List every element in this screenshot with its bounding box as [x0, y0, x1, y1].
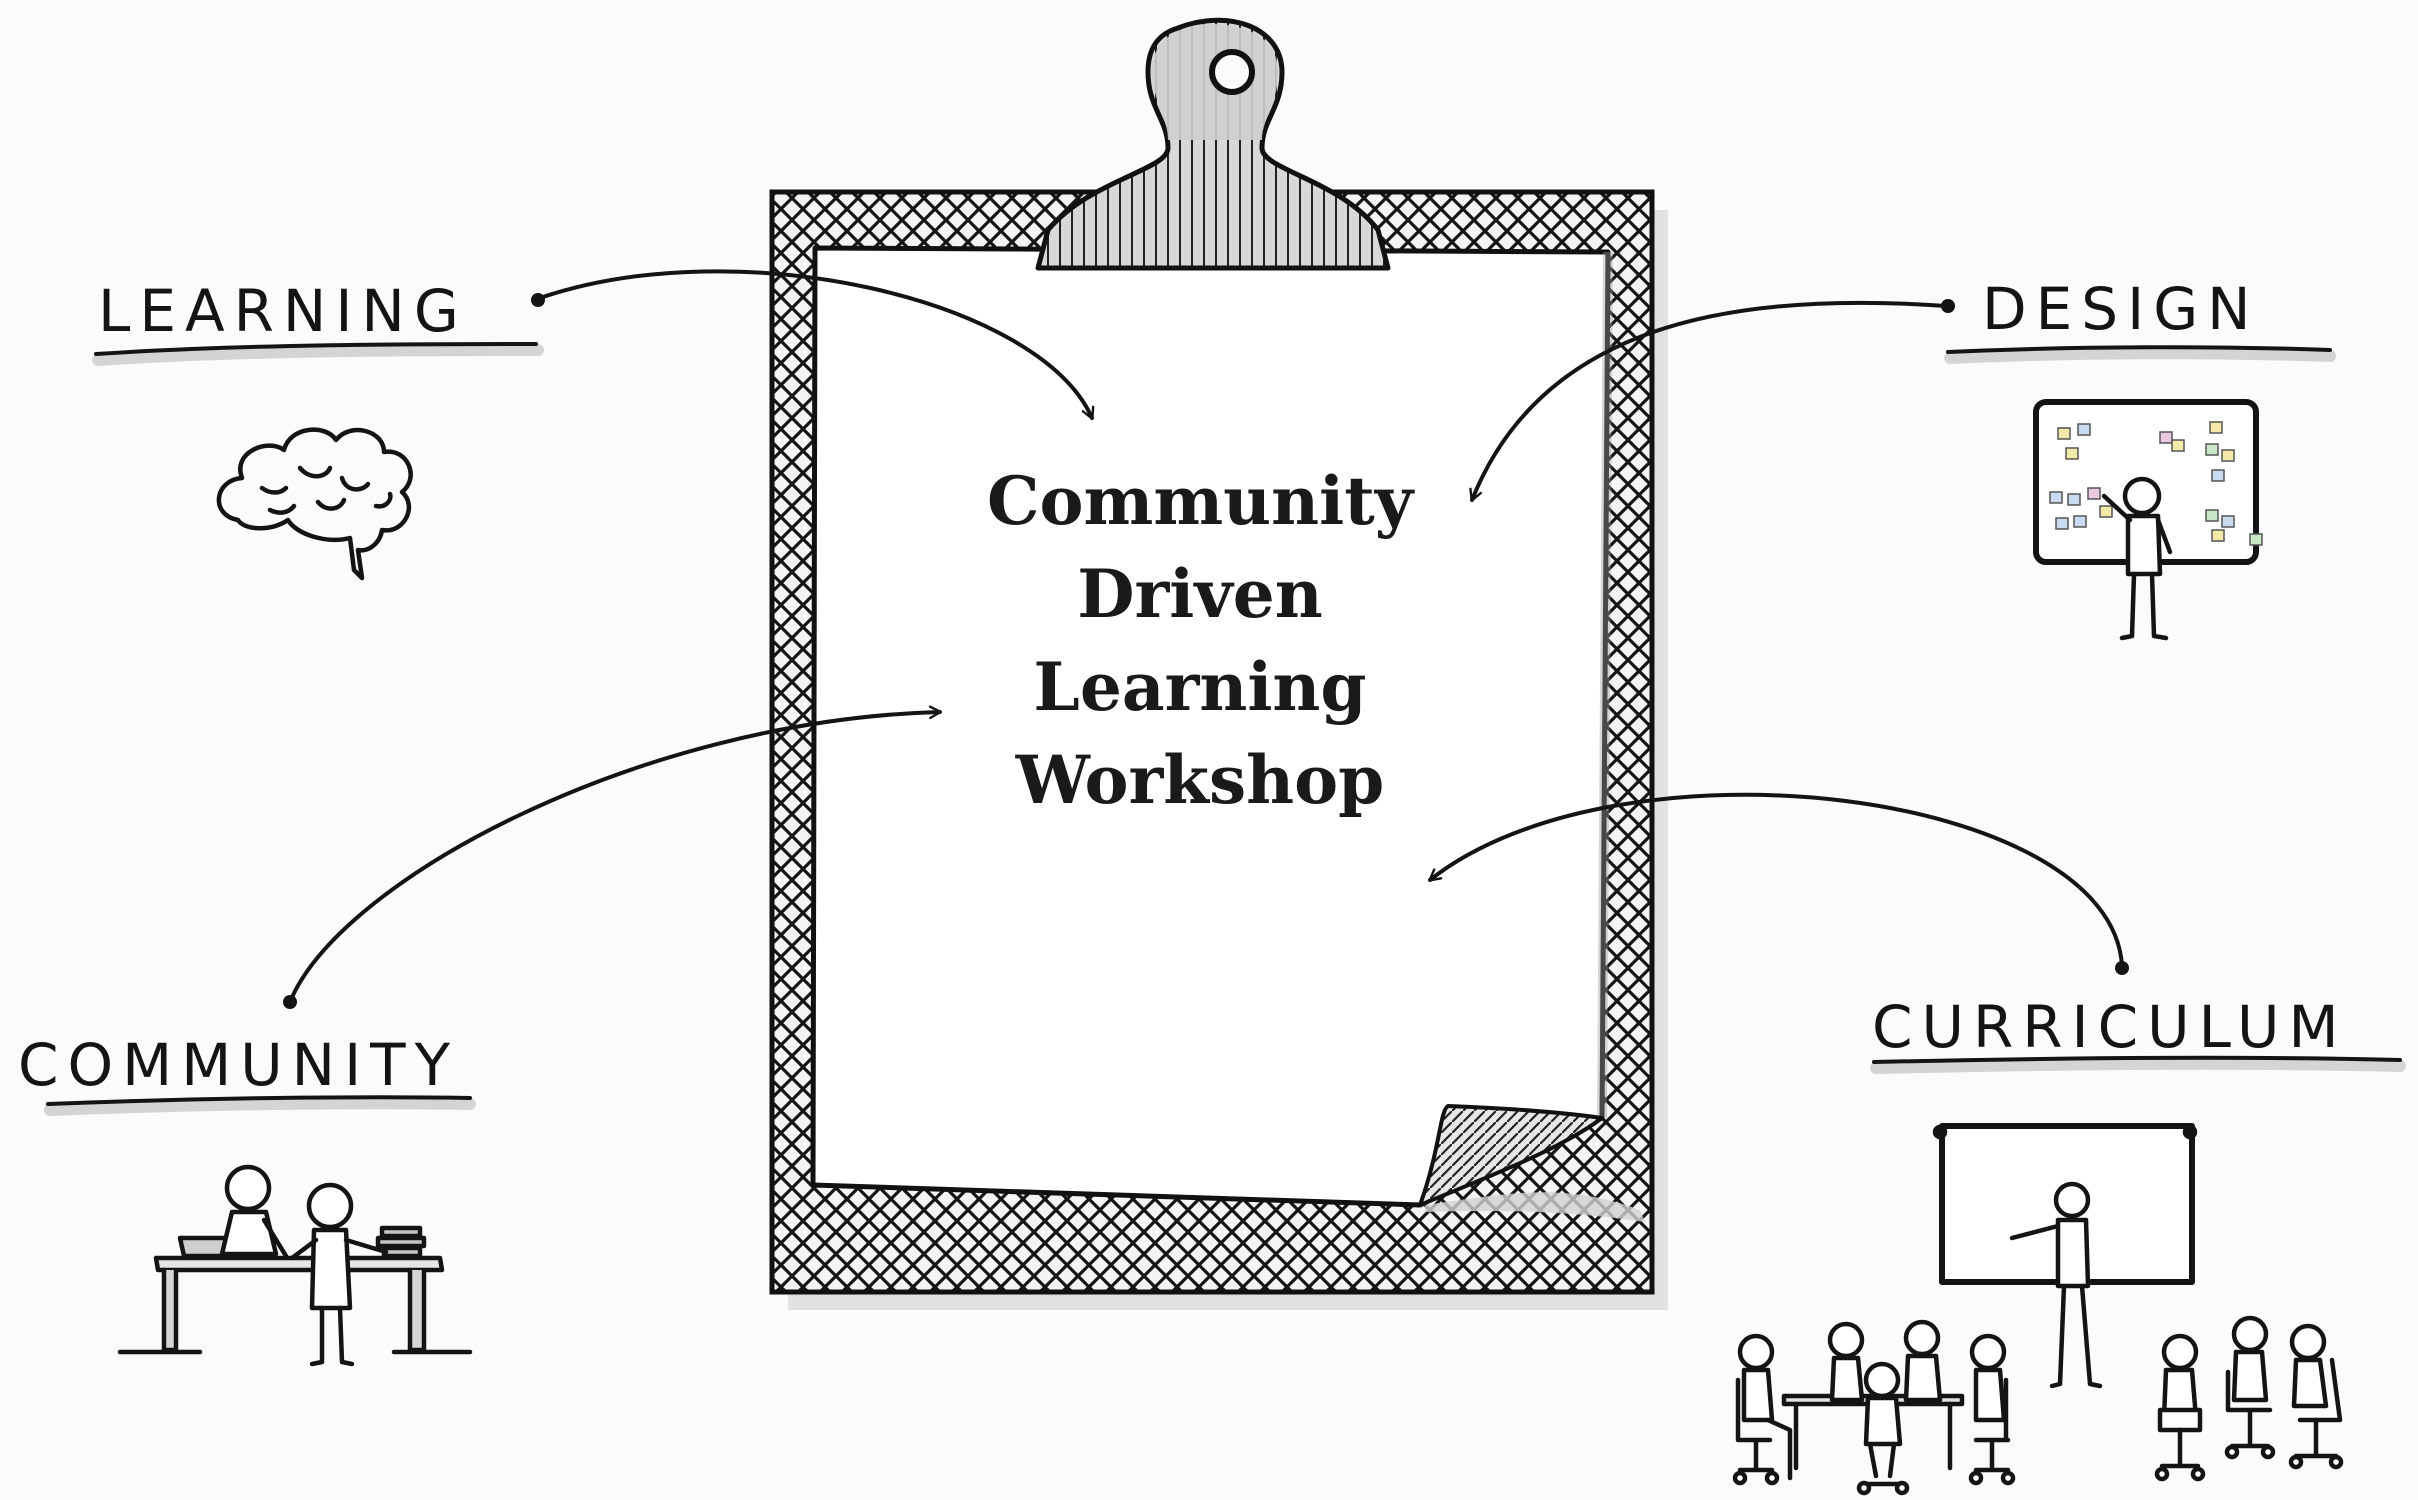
learning-underline — [94, 342, 538, 356]
clipboard-icon — [769, 17, 1668, 1310]
community-underline — [46, 1095, 472, 1106]
curriculum-underline — [1872, 1055, 2402, 1064]
title-line-2: Driven — [1077, 555, 1323, 633]
person-at-sticky-note-board-icon — [2033, 399, 2263, 641]
arrows — [283, 269, 2129, 1009]
community-label: COMMUNITY — [18, 1031, 460, 1099]
learning-arrow — [538, 269, 1095, 420]
title-line-3: Learning — [1033, 648, 1367, 726]
title-line-4: Workshop — [1015, 741, 1385, 819]
curriculum-arrow — [1428, 792, 2124, 968]
design-underline — [1946, 345, 2332, 354]
people-at-desk-icon — [117, 1164, 473, 1367]
learning-label: LEARNING — [98, 277, 468, 345]
curriculum-arrow-start-dot — [2115, 961, 2129, 975]
page-curl — [1418, 1104, 1604, 1207]
clipboard-clip — [1035, 17, 1391, 271]
classroom-presentation-icon — [1732, 1123, 2344, 1496]
curriculum-label: CURRICULUM — [1872, 993, 2348, 1061]
design-label: DESIGN — [1982, 275, 2260, 343]
brain-icon — [216, 427, 413, 581]
title-line-1: Community — [986, 462, 1414, 540]
community-arrow — [288, 705, 942, 1004]
label-underlines — [44, 342, 2406, 1116]
design-arrow — [1469, 300, 1948, 502]
page-title: Community Driven Learning Workshop — [900, 455, 1500, 827]
